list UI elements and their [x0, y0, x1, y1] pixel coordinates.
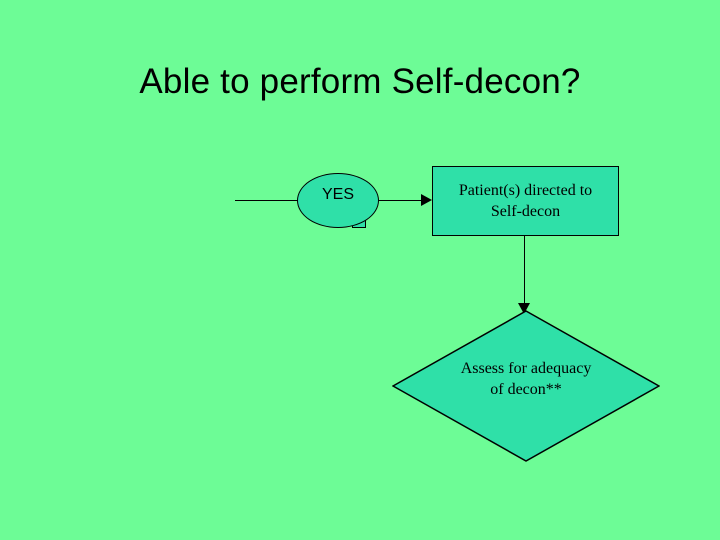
process-box-label: Patient(s) directed to Self-decon: [458, 182, 593, 220]
connector-line-left: [235, 200, 299, 201]
page-title: Able to perform Self-decon?: [139, 62, 581, 101]
connector-arrow-box-to-diamond-line: [524, 236, 525, 310]
process-box-shape[interactable]: Patient(s) directed to Self-decon: [432, 166, 619, 236]
connector-arrow-oval-to-box-line: [378, 200, 424, 201]
connector-arrow-box-to-diamond-head: [518, 303, 530, 314]
connector-arrow-oval-to-box-head: [421, 194, 432, 206]
yes-oval-label: YES: [321, 186, 354, 203]
decision-diamond-shape[interactable]: [392, 310, 660, 462]
decision-diamond-label: Assess for adequacy of decon**: [460, 360, 592, 398]
yes-oval-shape[interactable]: [297, 173, 379, 228]
diamond-icon: [392, 310, 660, 462]
